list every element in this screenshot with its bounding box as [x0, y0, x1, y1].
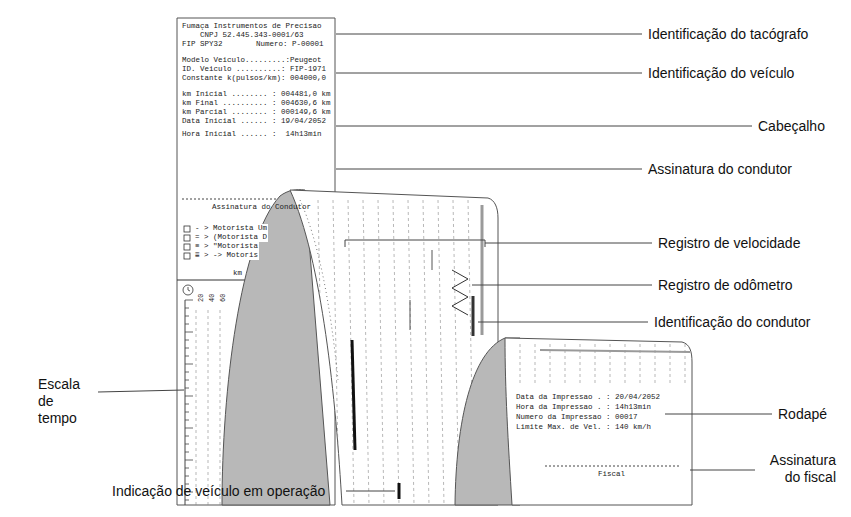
- callout-label: Indicação de veículo em operação: [112, 483, 325, 500]
- scale-tick: [185, 372, 189, 373]
- grid-line: [408, 200, 414, 505]
- scale-number: 20: [197, 294, 205, 302]
- grid-line: [438, 200, 444, 505]
- checkboxes: [184, 226, 190, 259]
- speed-trace: [410, 300, 411, 330]
- driver-option: ≣ > -> Motoris: [194, 251, 259, 260]
- grid-line: [640, 344, 641, 386]
- chart-grid: [196, 310, 220, 505]
- callout-label: Registro de velocidade: [658, 235, 800, 252]
- time-scale-ticks: [185, 300, 193, 500]
- callout-label: Cabeçalho: [758, 118, 825, 135]
- callout-label: Identificação do tacógrafo: [648, 26, 808, 43]
- chart-grid: [318, 200, 474, 505]
- driver-option: = > (Motorista D: [194, 233, 268, 242]
- clock-hand: [188, 287, 190, 291]
- grid-line: [535, 344, 536, 386]
- scale-tick: [185, 308, 189, 309]
- footer-text: Hora da Impressao . : 14h13min: [516, 403, 651, 412]
- grid-line: [655, 344, 656, 386]
- header-text: Hora Inicial ...... : 14h13min: [182, 130, 322, 139]
- grid-line: [318, 200, 324, 505]
- paper-footer-panel: [505, 338, 692, 505]
- scale-tick: [185, 364, 193, 365]
- grid-line: [670, 344, 671, 386]
- chart-scale-edge: [300, 200, 338, 380]
- callout-label: Assinatura do fiscal: [760, 452, 836, 486]
- time-scale: [185, 300, 186, 505]
- header-text: CNPJ 52.445.343-0001/63: [200, 31, 304, 40]
- driver-option: ≡ > "Motorista: [194, 242, 259, 251]
- scale-tick: [185, 420, 189, 421]
- leader-lines: [98, 34, 772, 491]
- scale-tick: [185, 404, 189, 405]
- callout-label: Identificação do veículo: [648, 65, 794, 82]
- speed-trace: [540, 350, 690, 352]
- callout-label: Registro de odômetro: [658, 277, 793, 294]
- header-text: ID. Veiculo ..........: FIP-1971: [182, 65, 326, 74]
- driver-id-bar: [472, 296, 475, 336]
- scale-tick: [185, 388, 189, 389]
- speed-trace: [432, 250, 433, 270]
- footer-text: Numero da Impressao : 00017: [516, 413, 638, 422]
- scale-tick: [185, 460, 193, 461]
- scale-tick: [185, 300, 193, 301]
- operation-bar: [352, 340, 355, 450]
- scale-tick: [185, 340, 189, 341]
- header-text: FIP SPY32: [182, 40, 223, 49]
- scale-number: 60: [219, 294, 227, 302]
- scale-tick: [185, 444, 189, 445]
- grid-line: [208, 310, 209, 505]
- scale-tick: [185, 332, 193, 333]
- header-text: km Final .......... : 004630,6 km: [182, 99, 331, 108]
- scale-tick: [185, 356, 189, 357]
- scale-number: 40: [208, 294, 216, 302]
- scale-tick: [185, 396, 193, 397]
- footer-text: Limite Max. de Vel. : 140 km/h: [516, 423, 651, 432]
- scale-tick: [185, 476, 189, 477]
- scale-tick: [185, 412, 189, 413]
- header-text: Modelo Veiculo.........:Peugeot: [182, 56, 322, 65]
- signature-line: [545, 466, 680, 467]
- scale-tick: [185, 468, 189, 469]
- scale-tick: [185, 436, 189, 437]
- grid-line: [196, 310, 197, 505]
- grid-line: [685, 344, 686, 386]
- scale-tick: [185, 428, 193, 429]
- grid-line: [348, 200, 354, 505]
- signature-caption: Fiscal: [598, 470, 625, 479]
- grid-line: [393, 200, 399, 505]
- callout-label: Rodapé: [778, 406, 827, 423]
- grid-line: [520, 344, 521, 386]
- speed-trace: [481, 205, 484, 335]
- signature-caption: Assinatura do Condutor: [212, 203, 311, 212]
- header-text: km Parcial ........ : 000149,6 km: [182, 108, 331, 117]
- grid-line: [333, 200, 339, 505]
- grid-line: [220, 310, 221, 505]
- scale-tick: [185, 348, 189, 349]
- header-text: Fumaça Instrumentos de Precisao: [182, 22, 322, 31]
- scale-tick: [185, 500, 189, 501]
- callout-label: Escala de tempo: [38, 376, 96, 427]
- scale-tick: [185, 452, 189, 453]
- footer-text: Data da Impressao . : 20/04/2052: [516, 393, 660, 402]
- scale-tick: [185, 324, 189, 325]
- grid-line: [363, 200, 369, 505]
- paper-header-panel: [177, 18, 335, 505]
- clock-symbol: [183, 285, 193, 295]
- odometer-zigzag: [452, 270, 468, 315]
- driver-option: - > Motorista Um: [194, 224, 268, 233]
- operation-tick: [398, 483, 401, 499]
- grid-line: [378, 200, 384, 505]
- scale-tick: [185, 380, 189, 381]
- header-text: Numero: P-00001: [256, 40, 324, 49]
- grid-line: [423, 200, 429, 505]
- callout-label: Identificação do condutor: [654, 314, 810, 331]
- header-text: Constante k(pulsos/km): 004000,0: [182, 74, 326, 83]
- scale-unit: km: [232, 269, 243, 278]
- header-text: km Inicial ........ : 004481,0 km: [182, 90, 331, 99]
- header-text: Data Inicial ...... : 19/04/2052: [182, 117, 326, 126]
- scale-tick: [185, 316, 189, 317]
- callout-label: Assinatura do condutor: [648, 161, 792, 178]
